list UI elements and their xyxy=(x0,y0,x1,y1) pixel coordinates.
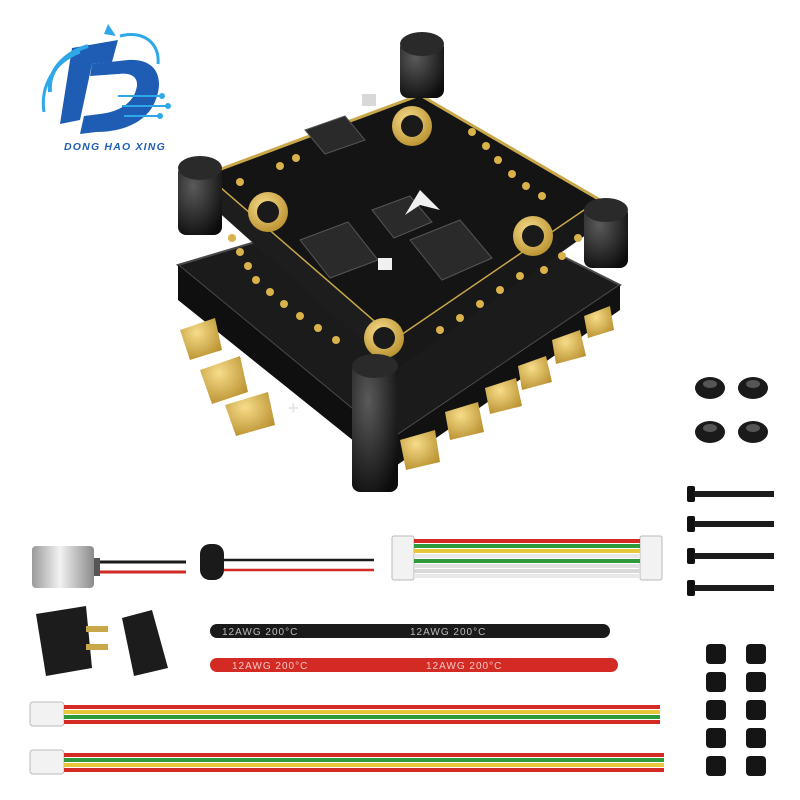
screws xyxy=(687,486,774,596)
brand-logo xyxy=(41,24,171,135)
standoffs xyxy=(178,32,628,492)
buzzer xyxy=(200,544,374,580)
four-pin-cable-1 xyxy=(29,701,660,727)
four-pin-cable-2 xyxy=(29,749,664,775)
motor-pads xyxy=(180,306,614,470)
wire-label-red-2: 12AWG 200°C xyxy=(426,661,502,672)
xt60-connector xyxy=(36,606,168,676)
direction-arrow xyxy=(405,190,440,215)
flight-controller-board xyxy=(202,93,603,370)
silicone-wire-black: 12AWG 200°C 12AWG 200°C xyxy=(210,624,610,638)
rubber-grommets xyxy=(706,644,766,776)
silicone-wire-red: 12AWG 200°C 12AWG 200°C xyxy=(210,658,618,672)
brand-name: DONG HAO XING xyxy=(64,141,166,153)
boot-button xyxy=(362,94,376,106)
svg-text:+: + xyxy=(288,398,299,418)
ribbon-cable xyxy=(391,535,663,581)
wire-label-black: 12AWG 200°C xyxy=(222,627,298,638)
wire-label-black-2: 12AWG 200°C xyxy=(410,627,486,638)
mount-holes xyxy=(248,106,553,358)
hex-nuts xyxy=(695,377,768,443)
wire-label-red: 12AWG 200°C xyxy=(232,661,308,672)
solder-pads xyxy=(228,128,582,344)
capacitor xyxy=(32,546,186,588)
